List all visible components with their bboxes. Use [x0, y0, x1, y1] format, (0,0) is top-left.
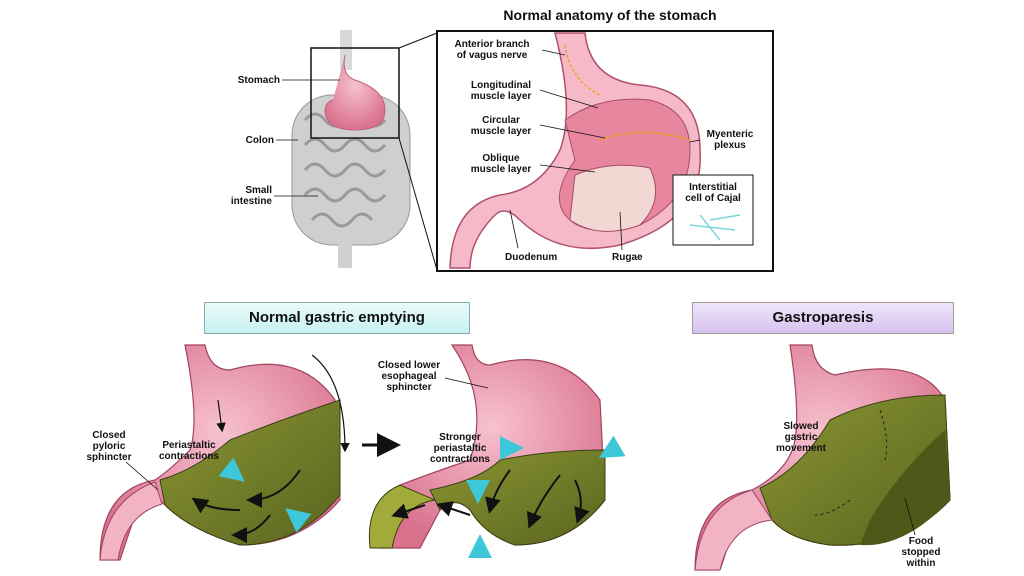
myenteric-plexus-line: [599, 131, 691, 141]
label-stomach: Stomach: [237, 75, 280, 86]
overview-figure: [274, 30, 438, 271]
label-rugae: Rugae: [612, 252, 643, 263]
rugae-area: [569, 164, 657, 232]
label-duodenum: Duodenum: [505, 252, 558, 263]
normal-stomach-1: [99, 344, 350, 561]
anatomy-panel: [436, 30, 774, 272]
gastroparesis-header: Gastroparesis: [692, 302, 954, 334]
icc-inset: [672, 174, 754, 246]
label-colon: Colon: [245, 135, 274, 146]
normal-emptying-header: Normal gastric emptying: [204, 302, 470, 334]
gastroparesis-stomach: [694, 344, 951, 571]
diagram-title: Normal anatomy of the stomach: [503, 7, 717, 23]
vagus-nerve-line: [564, 44, 601, 96]
zoom-box: [310, 47, 400, 139]
normal-stomach-2: [368, 344, 626, 558]
